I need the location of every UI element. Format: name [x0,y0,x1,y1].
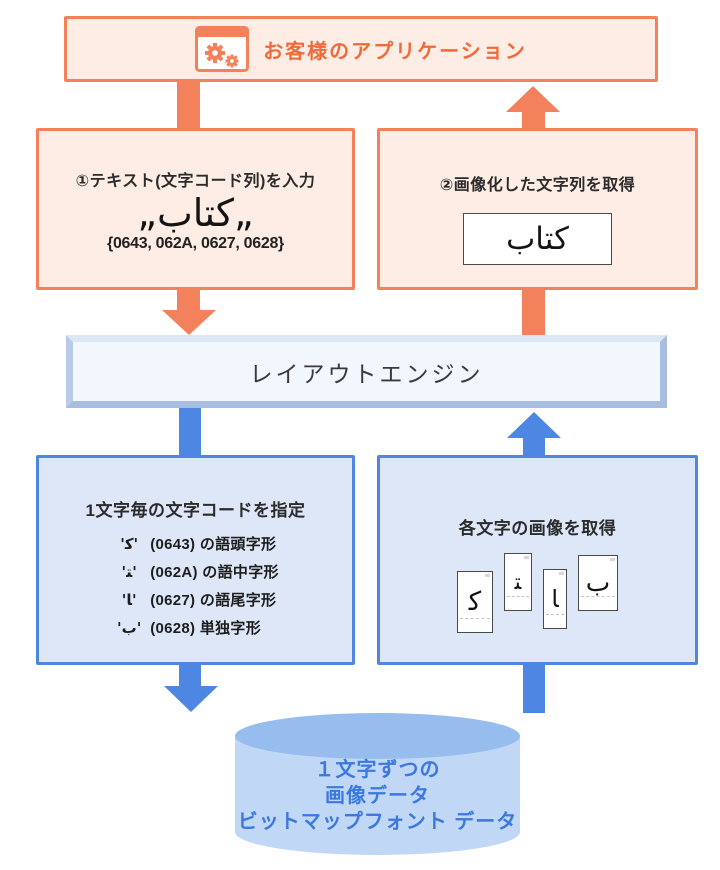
charcode-item: 'ﺘ' (062A) の語中字形 [112,561,279,582]
connector-engine-to-output [522,288,545,337]
customer-application-label: お客様のアプリケーション [263,40,527,63]
layout-engine-box: レイアウトエンジン [66,335,667,408]
connector-output-to-app [522,110,545,130]
input-charcode-list: {0643, 062A, 0627, 0628} [107,235,284,252]
glyph-alef: ﺎ [551,585,559,613]
connector-app-to-input [177,80,200,130]
database-label-line1: １文字ずつの [314,759,441,781]
charcode-item: 'ب' (0628) 単独字形 [112,617,279,638]
app-window-gears-icon [195,26,250,72]
input-text-box: ①テキスト(文字コード列)を入力 „كتاب„ {0643, 062A, 062… [36,128,355,290]
arrowhead-charcode-to-db [164,686,218,712]
charcode-item-desc: (0643) の語頭字形 [150,536,277,553]
output-image-box: ②画像化した文字列を取得 كتاب [377,128,698,290]
rendered-word-image: كتاب [463,213,612,265]
glyph-beh: ب [585,568,611,598]
connector-input-to-engine [177,288,200,312]
charcode-item-glyph: 'ﻛ' [120,535,139,553]
charcode-item-glyph: 'ب' [117,619,142,637]
output-step-title: ②画像化した文字列を取得 [439,177,636,194]
layout-engine-label: レイアウトエンジン [249,360,484,387]
charcode-item: 'ﻛ' (0643) の語頭字形 [112,533,279,554]
charcode-item-desc: (0628) 単独字形 [150,620,262,637]
charcode-title: 1文字毎の文字コードを指定 [85,501,306,520]
glyph-card: ب [578,555,618,611]
cylinder-top [235,713,520,759]
database-label-line3: ビットマップフォント データ [237,811,518,833]
bitmap-font-database: １文字ずつの 画像データ ビットマップフォント データ [235,713,520,855]
charcode-item-glyph: 'ﺎ' [121,591,137,609]
glyph-box-title: 各文字の画像を取得 [458,519,617,538]
customer-application-box: お客様のアプリケーション [64,16,658,82]
charcode-spec-box: 1文字毎の文字コードを指定 'ﻛ' (0643) の語頭字形 'ﺘ' (062A… [36,455,355,665]
glyph-card: ﺘ [504,553,532,611]
charcode-item-glyph: 'ﺘ' [121,563,137,581]
arrowhead-output-to-app [506,86,560,112]
connector-charcode-to-db [179,663,201,688]
rendered-arabic-word: كتاب [506,221,569,257]
arrowhead-glyph-to-engine [507,412,561,438]
glyph-card: ﻛ [457,571,493,633]
input-step-title: ①テキスト(文字コード列)を入力 [75,173,316,190]
database-label: １文字ずつの 画像データ ビットマップフォント データ [225,757,530,835]
charcode-item-desc: (0627) の語尾字形 [150,592,277,609]
glyph-card: ﺎ [543,569,567,629]
input-arabic-word: „كتاب„ [137,191,254,235]
glyph-teh: ﺘ [514,569,522,595]
connector-engine-to-charcode [179,406,201,457]
charcode-list: 'ﻛ' (0643) の語頭字形 'ﺘ' (062A) の語中字形 'ﺎ' (0… [112,533,279,638]
connector-glyph-to-engine [523,436,545,457]
connector-db-to-glyph [523,663,545,713]
charcode-item: 'ﺎ' (0627) の語尾字形 [112,589,279,610]
charcode-item-desc: (062A) の語中字形 [150,564,279,581]
database-label-line2: 画像データ [325,785,430,807]
glyph-kaf: ﻛ [468,587,482,617]
arrowhead-input-to-engine [162,310,216,335]
glyph-card-row: ﻛ ﺘ ﺎ ب [380,553,695,633]
glyph-image-box: 各文字の画像を取得 ﻛ ﺘ ﺎ ب [377,455,698,665]
